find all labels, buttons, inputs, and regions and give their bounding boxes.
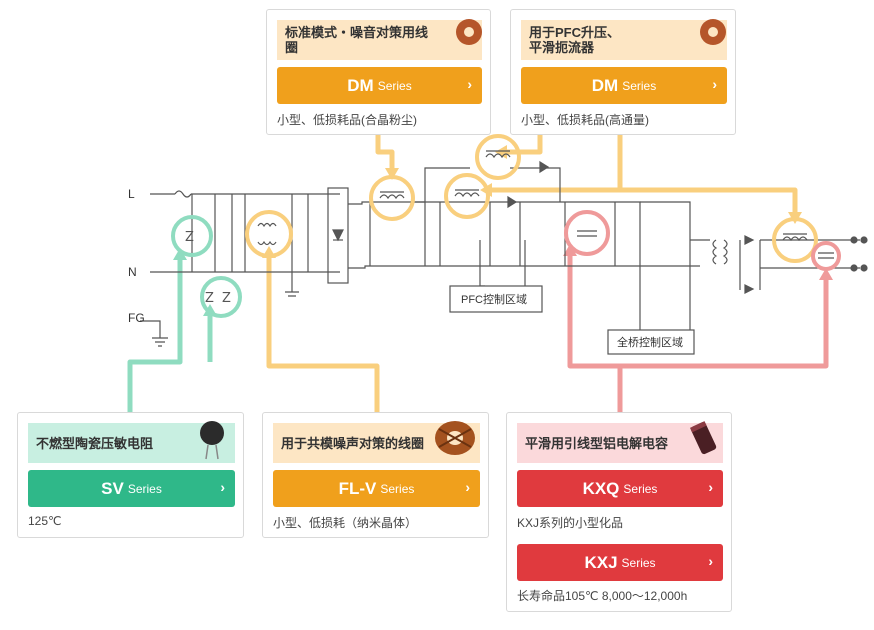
highlight-cm-choke (245, 210, 293, 258)
component-highlight-circles (171, 134, 841, 318)
card-dm-noise-header: 标准模式・噪音对策用线圈 (277, 20, 482, 60)
card-dm-noise: 标准模式・噪音对策用线圈 DM Series › 小型、低损耗品(合晶粉尘) (266, 9, 491, 135)
kxq-series-button[interactable]: KXQ Series › (517, 470, 723, 507)
chevron-right-icon: › (467, 76, 472, 92)
toroid-coil-icon (700, 19, 726, 45)
callout-line-sv (127, 260, 183, 412)
callout-line-flv (266, 258, 380, 412)
callout-line-kx (567, 256, 829, 369)
highlight-varistor-z1 (171, 215, 213, 257)
card-dm-noise-desc: 小型、低损耗品(合晶粉尘) (277, 113, 417, 127)
chevron-right-icon: › (708, 479, 713, 495)
highlight-cap-2 (811, 241, 841, 271)
card-sv-title: 不燃型陶瓷压敏电阻 (36, 435, 154, 451)
bridge-region-label: 全桥控制区域 (617, 335, 683, 349)
toroid-coil-icon (456, 19, 482, 45)
card-dm-pfc: 用于PFC升压、平滑扼流器 DM Series › 小型、低损耗品(高通量) (510, 9, 736, 135)
terminal-n: N (128, 265, 137, 279)
dm-pfc-series-button[interactable]: DM Series › (521, 67, 727, 104)
svg-text:Z: Z (185, 230, 194, 245)
highlight-cap-1 (564, 210, 610, 256)
kxj-series-button[interactable]: KXJ Series › (517, 544, 723, 581)
highlight-varistor-z2 (200, 276, 242, 318)
card-flv: 用于共模噪声对策的线圈 FL-V Series › 小型、低损耗（纳米晶体） (262, 412, 489, 538)
terminal-l: L (128, 187, 135, 201)
dm-noise-series-button[interactable]: DM Series › (277, 67, 482, 104)
common-mode-choke-icon (435, 421, 475, 455)
capacitor-icon (689, 421, 717, 455)
card-flv-title: 用于共模噪声对策的线圈 (281, 435, 425, 451)
component-symbols: Z Z Z (185, 150, 834, 306)
card-sv-desc: 125℃ (28, 514, 62, 528)
card-kxj-desc: 长寿命品105℃ 8,000～12,000h (517, 589, 688, 603)
highlight-dm-choke-2 (444, 173, 490, 219)
terminal-labels: L N FG PFC控制区域 全桥控制区域 (128, 187, 683, 349)
card-kxq-desc: KXJ系列的小型化品 (517, 516, 624, 530)
card-sv: 不燃型陶瓷压敏电阻 SV Series › 125℃ (17, 412, 244, 538)
card-dm-noise-title: 标准模式・噪音对策用线圈 (285, 25, 429, 55)
chevron-right-icon: › (220, 479, 225, 495)
svg-text:Z: Z (205, 291, 214, 306)
callout-line-dm-pfc-3 (620, 187, 798, 212)
card-flv-desc: 小型、低损耗（纳米晶体） (273, 516, 418, 530)
card-dm-pfc-desc: 小型、低损耗品(高通量) (521, 113, 649, 127)
circuit-wires (140, 167, 868, 355)
card-kx-header: 平滑用引线型铝电解电容 (517, 423, 723, 463)
pfc-region-label: PFC控制区域 (461, 292, 527, 306)
card-dm-pfc-header: 用于PFC升压、平滑扼流器 (521, 20, 727, 60)
highlight-dm-choke-4 (772, 217, 818, 263)
callout-line-dm-noise (375, 135, 395, 168)
card-kx-title: 平滑用引线型铝电解电容 (525, 435, 669, 451)
chevron-right-icon: › (465, 479, 470, 495)
flv-series-button[interactable]: FL-V Series › (273, 470, 480, 507)
card-dm-pfc-title: 用于PFC升压、平滑扼流器 (529, 25, 621, 55)
chevron-right-icon: › (708, 553, 713, 569)
svg-text:Z: Z (222, 291, 231, 306)
sv-series-button[interactable]: SV Series › (28, 470, 235, 507)
varistor-icon (200, 421, 224, 460)
highlight-dm-choke-3 (475, 134, 521, 180)
card-kx: 平滑用引线型铝电解电容 KXQ Series › KXJ系列的小型化品 KXJ … (506, 412, 732, 612)
highlight-dm-choke-1 (369, 175, 415, 221)
terminal-fg: FG (128, 311, 145, 325)
chevron-right-icon: › (712, 76, 717, 92)
callout-lines (127, 135, 829, 412)
